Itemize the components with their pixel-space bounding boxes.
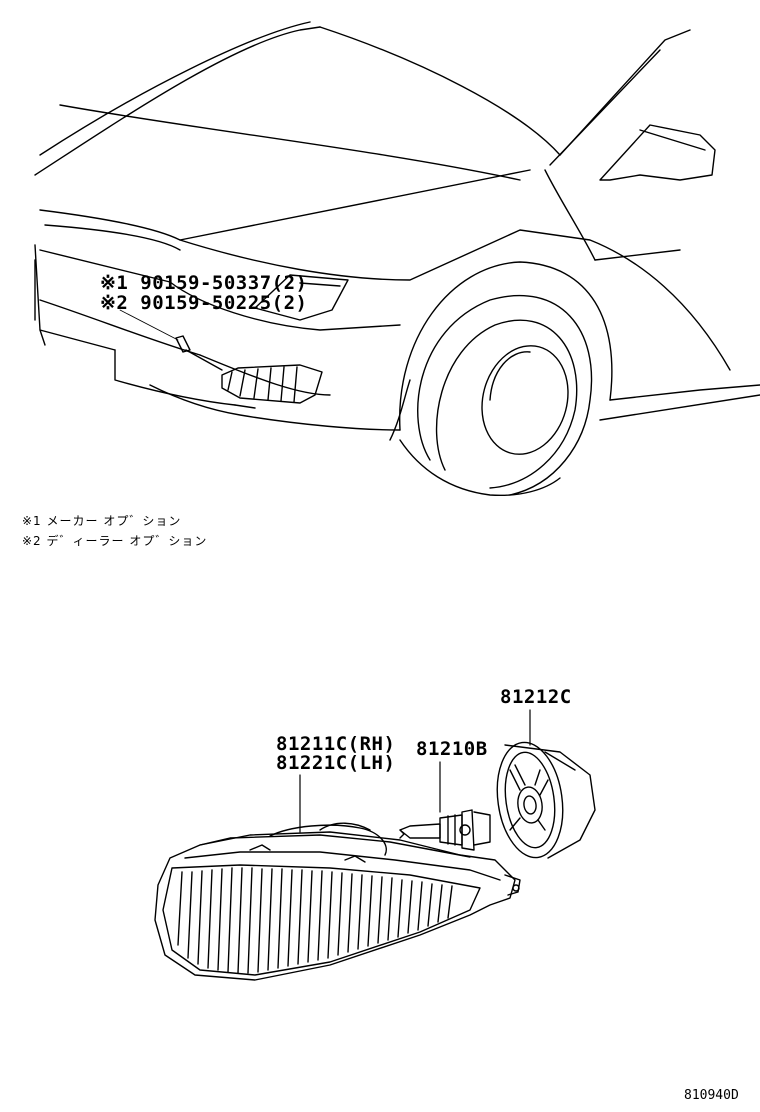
socket-cover-illustration xyxy=(490,738,595,862)
bolt-callout-option2: ※2 90159-50225(2) xyxy=(100,292,308,314)
figure-id: 810940D xyxy=(684,1088,739,1103)
bolt-callout-option1: ※1 90159-50337(2) xyxy=(100,272,308,294)
fog-lamp-assembly xyxy=(155,823,520,980)
fog-lamp-rh-part-number: 81211C(RH) xyxy=(276,733,396,755)
bulb-illustration xyxy=(400,810,490,850)
socket-cover-part-number: 81212C xyxy=(500,686,572,708)
footnote-2: ※2 デ゛ィーラー オプ゛ション xyxy=(22,534,208,548)
leader-lines xyxy=(300,710,530,832)
car-front-illustration xyxy=(35,22,760,495)
footnote-1: ※1 メーカー オプ゛ション xyxy=(22,514,182,528)
bulb-part-number: 81210B xyxy=(416,738,488,760)
fog-lamp-lh-part-number: 81221C(LH) xyxy=(276,752,396,774)
